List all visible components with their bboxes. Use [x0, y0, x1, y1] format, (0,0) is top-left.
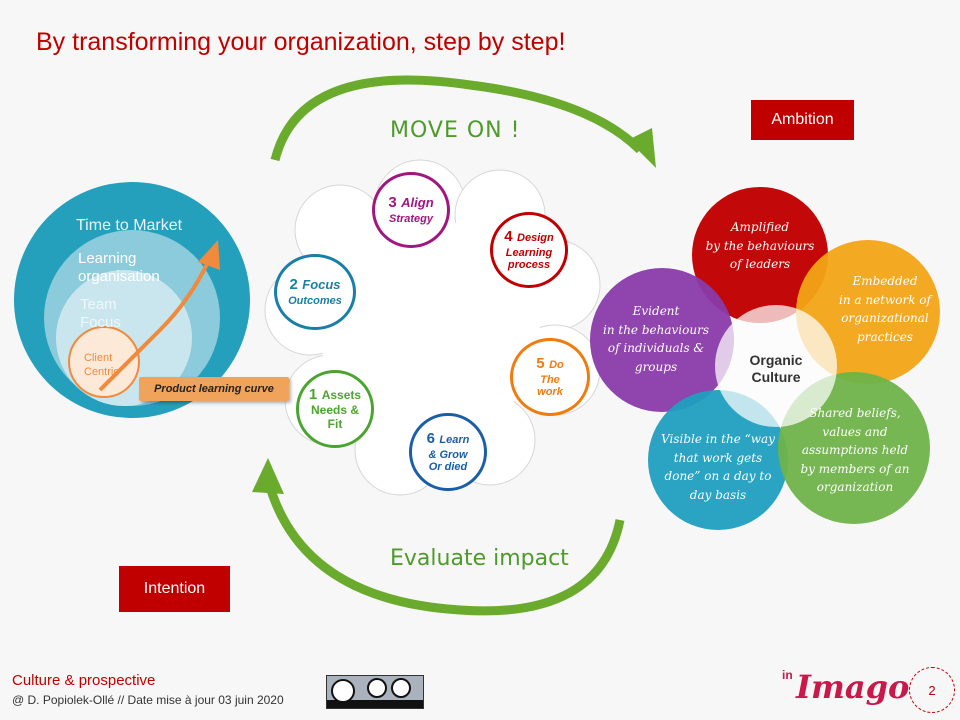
- move-on-arrow: [270, 75, 644, 162]
- time-to-market-label: Time to Market: [76, 217, 183, 234]
- intention-tag: Intention: [119, 566, 230, 612]
- footer-subtitle: @ D. Popiolek-Ollé // Date mise à jour 0…: [12, 693, 284, 707]
- step-5-do: 5 Do The work: [510, 338, 590, 416]
- page-number: 2: [909, 667, 955, 713]
- step-2-title: Focus: [302, 277, 341, 293]
- visible-line-2: that work gets: [673, 450, 763, 465]
- shared-text: Shared beliefs, values and assumptions h…: [796, 404, 914, 497]
- evident-line-2: in the behaviours: [603, 322, 709, 337]
- step-4-line-2: Learning: [505, 246, 553, 259]
- evident-line-4: groups: [634, 359, 678, 374]
- evaluate-arrow: [263, 478, 625, 616]
- step-3-align: 3 Align Strategy: [372, 172, 450, 248]
- visible-line-3: done” on a day to: [664, 469, 772, 484]
- step-1-line-3: Fit: [327, 417, 343, 432]
- evaluate-label: Evaluate impact: [390, 546, 569, 571]
- embedded-line-3: organizational: [841, 311, 929, 326]
- step-2-number: 2: [289, 276, 298, 294]
- learning-curve-arrowhead: [198, 240, 220, 270]
- product-learning-curve-label: Product learning curve: [139, 377, 289, 401]
- learning-org-line-1: Learning: [78, 250, 137, 267]
- step-1-line-2: Needs &: [310, 403, 360, 418]
- step-4-number: 4: [504, 228, 513, 246]
- step-4-line-3: process: [507, 259, 551, 272]
- step-2-line-2: Outcomes: [288, 294, 342, 307]
- amplified-line-1: Amplified: [730, 220, 790, 234]
- step-6-line-2: & Grow: [428, 448, 468, 461]
- shared-line-5: organization: [816, 480, 894, 495]
- move-on-label: MOVE ON !: [390, 118, 521, 143]
- team-focus-line-2: Focus: [80, 314, 121, 331]
- step-5-number: 5: [536, 355, 545, 373]
- amplified-line-3: of leaders: [729, 257, 791, 272]
- learning-org-label: Learning organisation: [78, 250, 160, 286]
- step-1-title: Assets: [321, 388, 362, 402]
- amplified-text: Amplified by the behaviours of leaders: [700, 218, 820, 274]
- step-2-focus: 2 Focus Outcomes: [274, 254, 356, 330]
- shared-line-4: by members of an: [800, 461, 910, 476]
- evident-line-1: Evident: [632, 304, 680, 318]
- shared-line-1: Shared beliefs,: [809, 406, 901, 420]
- page-title: By transforming your organization, step …: [36, 28, 566, 56]
- embedded-line-4: practices: [857, 329, 913, 344]
- step-3-title: Align: [401, 195, 434, 211]
- step-6-title: Learn: [439, 434, 470, 447]
- step-6-line-3: Or died: [428, 461, 468, 474]
- visible-text: Visible in the “way that work gets done”…: [656, 430, 780, 504]
- culture-visible: [648, 390, 788, 530]
- client-centric-label: Client Centric: [84, 351, 119, 380]
- shared-line-3: assumptions held: [801, 443, 909, 458]
- ambition-tag: Ambition: [751, 100, 854, 140]
- step-4-title: Design: [517, 232, 554, 245]
- imago-logo: Imago: [796, 668, 910, 706]
- evident-line-3: of individuals &: [607, 341, 705, 356]
- step-1-assets: 1 Assets Needs & Fit: [296, 370, 374, 448]
- embedded-line-1: Embedded: [852, 274, 918, 288]
- step-5-title: Do: [549, 359, 564, 372]
- learning-curve-arrow: [98, 261, 210, 392]
- shared-line-2: values and: [822, 424, 888, 439]
- culture-amplified: [692, 187, 828, 323]
- step-6-learn: 6 Learn & Grow Or died: [409, 413, 487, 491]
- visible-line-4: day basis: [689, 487, 747, 502]
- client-centric-line-2: Centric: [84, 366, 119, 379]
- visible-line-1: Visible in the “way: [661, 432, 775, 446]
- move-on-arrowhead: [628, 128, 656, 168]
- evident-text: Evident in the behaviours of individuals…: [596, 302, 716, 376]
- team-focus-label: Team Focus: [80, 296, 121, 332]
- client-centric-line-1: Client: [84, 352, 113, 364]
- step-5-line-3: work: [537, 386, 563, 399]
- amplified-line-2: by the behaviours: [705, 238, 815, 253]
- cc-license-icon: [326, 675, 424, 709]
- team-focus-line-1: Team: [80, 296, 117, 313]
- step-5-line-2: The: [540, 373, 560, 386]
- step-1-number: 1: [308, 386, 318, 403]
- learning-org-line-2: organisation: [78, 268, 160, 285]
- step-4-design: 4 Design Learning process: [490, 212, 568, 288]
- embedded-line-2: in a network of: [839, 292, 931, 307]
- organic-line-1: Organic: [749, 352, 803, 368]
- culture-center: [715, 305, 837, 427]
- evaluate-arrowhead: [252, 458, 284, 494]
- step-3-line-2: Strategy: [388, 212, 434, 225]
- step-6-number: 6: [426, 430, 435, 448]
- logo-in: in: [782, 668, 793, 682]
- organic-culture-label: Organic Culture: [736, 352, 816, 386]
- step-3-number: 3: [388, 194, 397, 212]
- culture-evident: [590, 268, 734, 412]
- footer-title: Culture & prospective: [12, 672, 156, 689]
- organic-line-2: Culture: [751, 368, 801, 385]
- embedded-text: Embedded in a network of organizational …: [830, 272, 940, 346]
- circle-client-centric: [68, 326, 140, 398]
